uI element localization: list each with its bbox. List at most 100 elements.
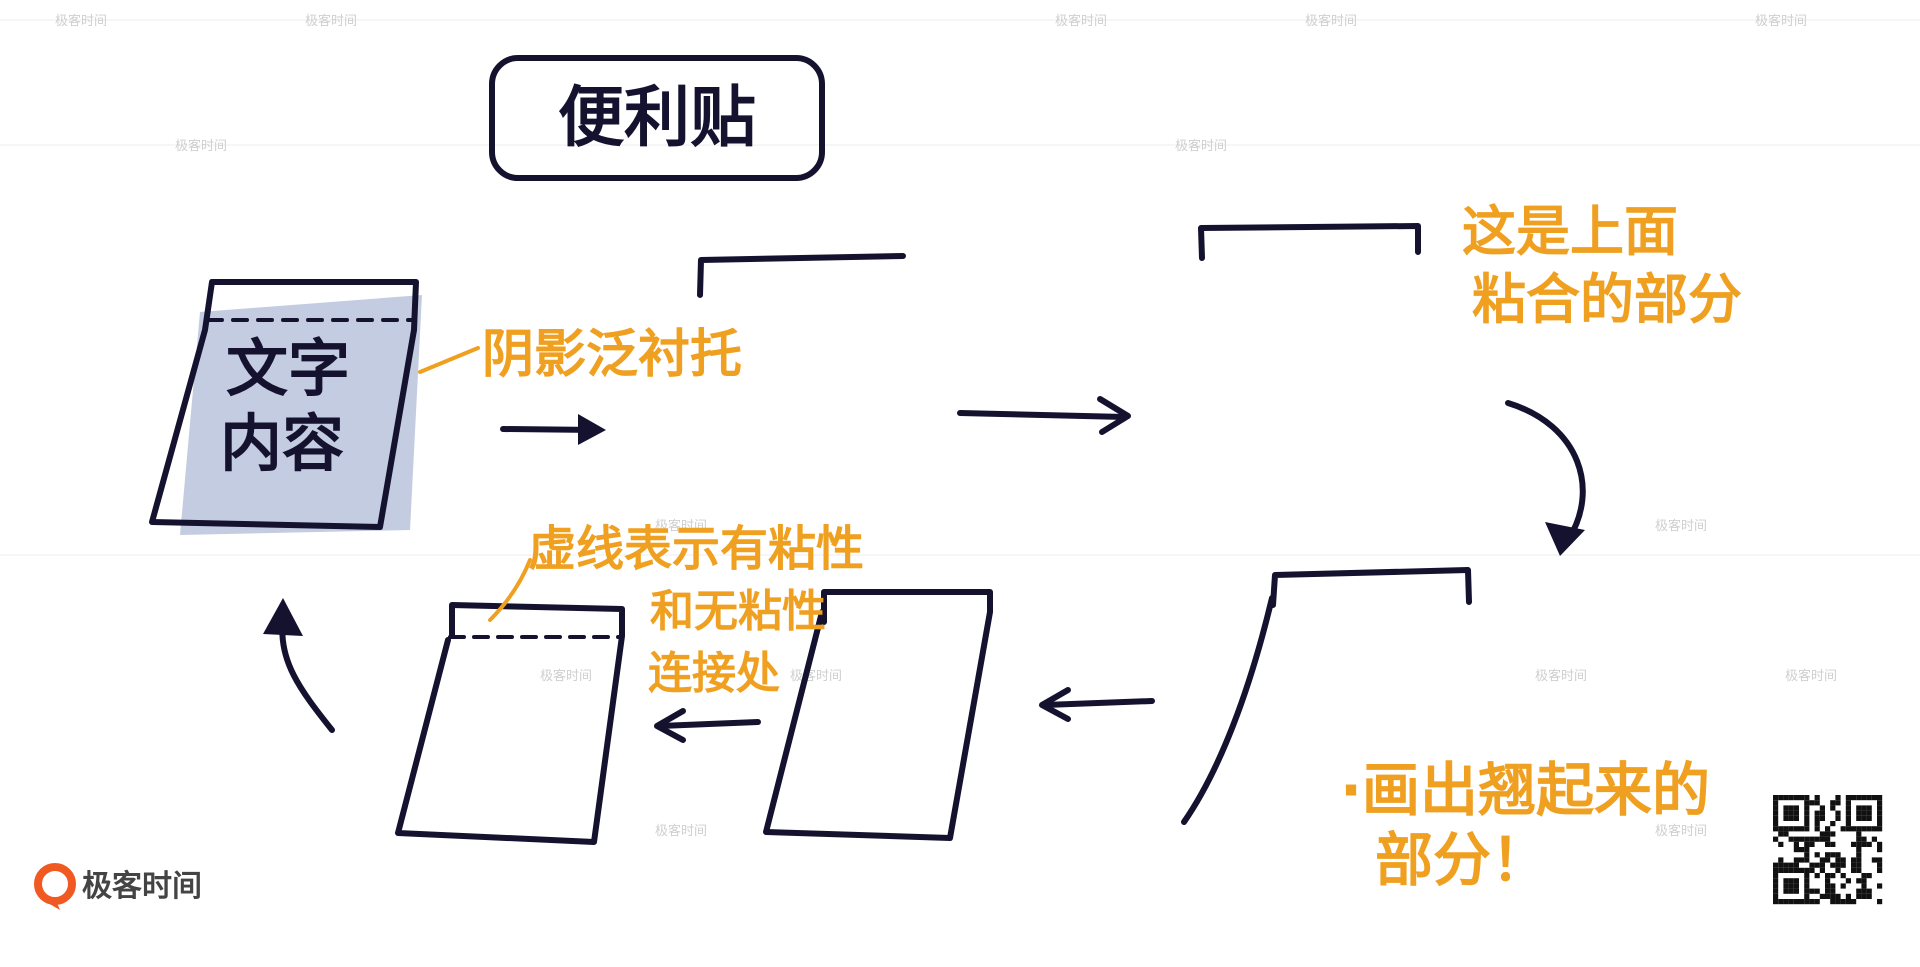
qr-module [1830, 831, 1836, 837]
qr-module [1866, 893, 1872, 899]
qr-module [1788, 883, 1794, 889]
arrow-step1-to-step2 [500, 414, 606, 445]
watermark: 极客时间 [1755, 13, 1807, 29]
qr-module [1835, 800, 1841, 806]
qr-module [1773, 893, 1779, 899]
watermark: 极客时间 [1655, 823, 1707, 839]
qr-module [1814, 810, 1820, 816]
qr-module [1825, 841, 1831, 847]
qr-module [1773, 873, 1779, 879]
qr-module [1871, 857, 1877, 863]
qr-module [1845, 800, 1851, 806]
sticky-note-step-1: 文字 内容 [149, 279, 422, 535]
qr-module [1773, 888, 1779, 894]
watermark: 极客时间 [175, 138, 227, 154]
qr-module [1809, 836, 1815, 842]
qr-module [1804, 805, 1810, 811]
step-2-top-edge [697, 253, 906, 298]
qr-module [1877, 805, 1883, 811]
qr-module [1861, 878, 1867, 884]
qr-module [1835, 810, 1841, 816]
curl-annotation: ·画出翘起来的 部分！ [1340, 756, 1710, 894]
watermark: 极客时间 [305, 13, 357, 29]
qr-module [1819, 862, 1825, 868]
qr-module [1861, 815, 1867, 821]
qr-module [1845, 826, 1851, 832]
qr-module [1809, 800, 1815, 806]
brand-logo-icon [34, 863, 76, 905]
qr-module [1793, 862, 1799, 868]
shadow-annotation: 阴影泛衬托 [418, 325, 742, 385]
qr-module [1825, 873, 1831, 879]
qr-module [1845, 893, 1851, 899]
qr-module [1877, 810, 1883, 816]
qr-module [1814, 888, 1820, 894]
qr-module [1814, 862, 1820, 868]
qr-module [1788, 805, 1794, 811]
shadow-annotation-text: 阴影泛衬托 [482, 325, 742, 385]
qr-module [1773, 821, 1779, 827]
watermark: 极客时间 [790, 668, 842, 684]
watermark: 极客时间 [1655, 518, 1707, 534]
arrow-step4-to-step5 [1039, 687, 1155, 722]
qr-module [1814, 836, 1820, 842]
qr-module [1856, 867, 1862, 873]
note-shadow [180, 295, 422, 535]
qr-module [1825, 826, 1831, 832]
qr-module [1819, 805, 1825, 811]
qr-module [1877, 867, 1883, 873]
qr-module [1856, 852, 1862, 858]
qr-module [1877, 862, 1883, 868]
qr-module [1814, 899, 1820, 905]
qr-module [1830, 893, 1836, 899]
qr-module [1845, 878, 1851, 884]
qr-module [1804, 841, 1810, 847]
watermark: 极客时间 [1785, 668, 1837, 684]
brand-logo: 极客时间 [34, 863, 202, 910]
qr-module [1856, 815, 1862, 821]
qr-module [1877, 795, 1883, 801]
qr-module [1783, 795, 1789, 801]
qr-module [1783, 826, 1789, 832]
qr-module [1871, 836, 1877, 842]
qr-module [1825, 888, 1831, 894]
qr-module [1778, 867, 1784, 873]
qr-module [1804, 893, 1810, 899]
qr-module [1804, 899, 1810, 905]
qr-module [1804, 883, 1810, 889]
qr-module [1804, 821, 1810, 827]
qr-module [1773, 878, 1779, 884]
qr-module [1825, 836, 1831, 842]
qr-module [1835, 893, 1841, 899]
top-edge-annotation-line-1: 这是上面 [1462, 200, 1678, 263]
qr-module [1856, 810, 1862, 816]
qr-module [1814, 815, 1820, 821]
qr-module [1840, 883, 1846, 889]
qr-module [1793, 795, 1799, 801]
qr-module [1804, 826, 1810, 832]
qr-module [1845, 795, 1851, 801]
qr-module [1851, 857, 1857, 863]
qr-module [1793, 847, 1799, 853]
note-text-line-1: 文字 [226, 332, 350, 405]
qr-module [1840, 826, 1846, 832]
qr-module [1814, 795, 1820, 801]
qr-module [1793, 883, 1799, 889]
watermark-grid [0, 19, 1920, 556]
qr-module [1793, 888, 1799, 894]
qr-module [1835, 857, 1841, 863]
qr-module [1861, 841, 1867, 847]
qr-module [1799, 847, 1805, 853]
qr-module [1804, 888, 1810, 894]
qr-module [1783, 888, 1789, 894]
qr-module [1851, 841, 1857, 847]
qr-module [1871, 826, 1877, 832]
qr-module [1835, 852, 1841, 858]
qr-module [1825, 857, 1831, 863]
qr-module [1804, 878, 1810, 884]
qr-module [1877, 815, 1883, 821]
qr-module [1819, 857, 1825, 863]
qr-module [1825, 883, 1831, 889]
qr-module [1840, 862, 1846, 868]
